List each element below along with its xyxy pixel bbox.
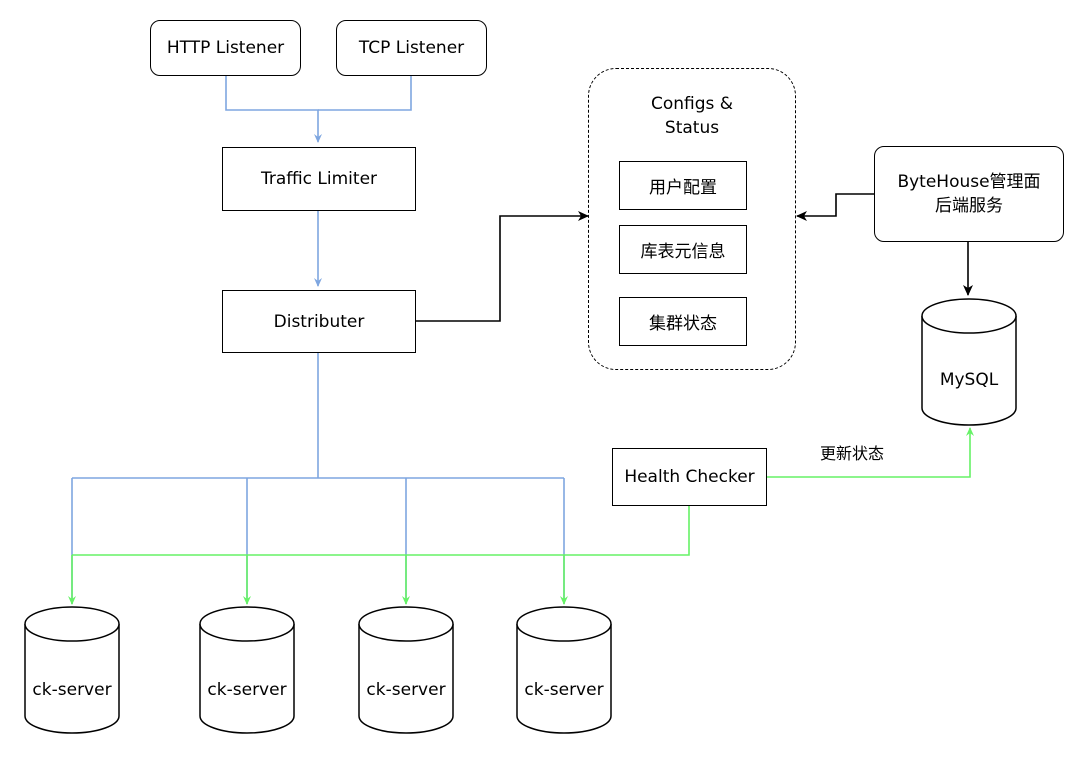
- database-cylinder-icon: [24, 606, 120, 734]
- database-cylinder-icon: [199, 606, 295, 734]
- tcp-listener-node: TCP Listener: [336, 20, 487, 76]
- mysql-label: MySQL: [939, 370, 999, 390]
- ck-server-label: ck-server: [524, 680, 604, 700]
- traffic-limiter-label: Traffic Limiter: [260, 169, 378, 189]
- health-checker-label: Health Checker: [624, 467, 755, 487]
- tcp-listener-label: TCP Listener: [358, 38, 465, 58]
- distributer-node: Distributer: [222, 290, 416, 353]
- mysql-database: MySQL: [921, 298, 1017, 426]
- ck-server-database: ck-server: [199, 606, 295, 734]
- update-status-edge-label: 更新状态: [820, 444, 885, 463]
- user-config-label: 用户配置: [649, 178, 717, 198]
- edge-bytehouse-to-configs: [796, 193, 874, 221]
- ck-server-label: ck-server: [32, 680, 112, 700]
- edge-http-to-limiter: [225, 76, 322, 143]
- bytehouse-label-line2: 后端服务: [935, 196, 1003, 216]
- edge-tcp-to-limiter: [318, 76, 412, 111]
- bytehouse-label-line1: ByteHouse管理面: [897, 172, 1041, 192]
- ck-server-database: ck-server: [358, 606, 454, 734]
- configs-status-title: Configs & Status: [588, 92, 796, 140]
- edge-health-to-mysql: [767, 427, 974, 478]
- ck-server-label: ck-server: [207, 680, 287, 700]
- configs-status-title-line1: Configs &: [650, 94, 734, 114]
- edge-health-bus: [72, 506, 690, 556]
- db-table-meta-node: 库表元信息: [619, 225, 747, 274]
- db-table-meta-label: 库表元信息: [640, 242, 726, 262]
- cluster-status-node: 集群状态: [619, 297, 747, 346]
- health-checker-node: Health Checker: [612, 448, 767, 506]
- ck-server-label: ck-server: [366, 680, 446, 700]
- configs-status-title-line2: Status: [664, 118, 720, 138]
- ck-server-database: ck-server: [24, 606, 120, 734]
- edge-distributer-to-configs: [416, 211, 589, 322]
- http-listener-node: HTTP Listener: [150, 20, 301, 76]
- bytehouse-backend-node: ByteHouse管理面 后端服务: [874, 146, 1064, 242]
- database-cylinder-icon: [921, 298, 1017, 426]
- database-cylinder-icon: [516, 606, 612, 734]
- user-config-node: 用户配置: [619, 161, 747, 210]
- traffic-limiter-node: Traffic Limiter: [222, 147, 416, 211]
- http-listener-label: HTTP Listener: [166, 38, 285, 58]
- database-cylinder-icon: [358, 606, 454, 734]
- configs-status-group: [588, 68, 796, 370]
- cluster-status-label: 集群状态: [649, 314, 717, 334]
- ck-server-database: ck-server: [516, 606, 612, 734]
- edge-distributer-bus: [72, 353, 564, 479]
- distributer-label: Distributer: [273, 311, 365, 332]
